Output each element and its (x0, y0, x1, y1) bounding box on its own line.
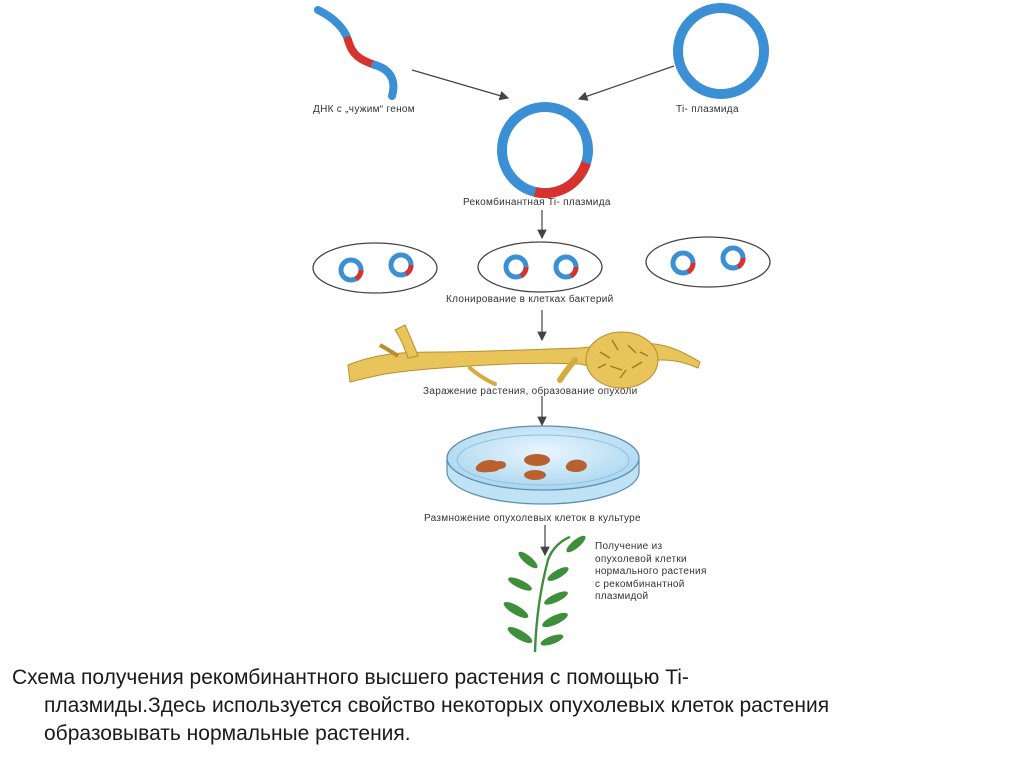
bacterium-3 (645, 236, 771, 288)
arrow-dna-to-recombinant (411, 69, 510, 101)
regeneration-line: Получение из (595, 541, 663, 552)
regenerated-plantlet (503, 535, 586, 653)
label-regeneration: Получение из опухолевой клетки нормально… (595, 541, 707, 604)
bacterium-1 (312, 242, 438, 294)
caption-line-1: Схема получения рекомбинантного высшего … (12, 666, 689, 689)
regeneration-line: с рекомбинантной (595, 578, 685, 590)
plant-stem-with-tumor (347, 324, 701, 389)
label-infection: Заражение растения, образование опухоли (423, 386, 638, 397)
label-recombinant-plasmid: Рекомбинантная Ti- плазмида (463, 197, 611, 208)
label-cloning: Клонирование в клетках бактерий (446, 294, 614, 305)
regeneration-line: нормального растения (595, 566, 707, 577)
recombinant-plasmid-ring (497, 102, 593, 199)
label-foreign-dna: ДНК с „чужим“ геном (313, 104, 415, 115)
arrow-plasmid-to-recombinant (577, 65, 675, 101)
caption-line-2: плазмиды.Здесь используется свойство нек… (44, 694, 830, 717)
caption-line-3: образовывать нормальные растения. (44, 722, 411, 745)
figure-caption: Схема получения рекомбинантного высшего … (12, 664, 1017, 748)
regeneration-line: опухолевой клетки (595, 553, 687, 565)
label-ti-plasmid: Ti- плазмида (676, 104, 739, 115)
bacterium-2 (477, 241, 603, 293)
label-propagation: Размножение опухолевых клеток в культуре (424, 513, 641, 524)
diagram-graphics (312, 3, 771, 653)
foreign-dna-strand (314, 6, 398, 100)
ti-plasmid-ring (673, 3, 769, 99)
tumor-cells (475, 454, 587, 480)
regeneration-line: плазмидой (595, 591, 649, 602)
